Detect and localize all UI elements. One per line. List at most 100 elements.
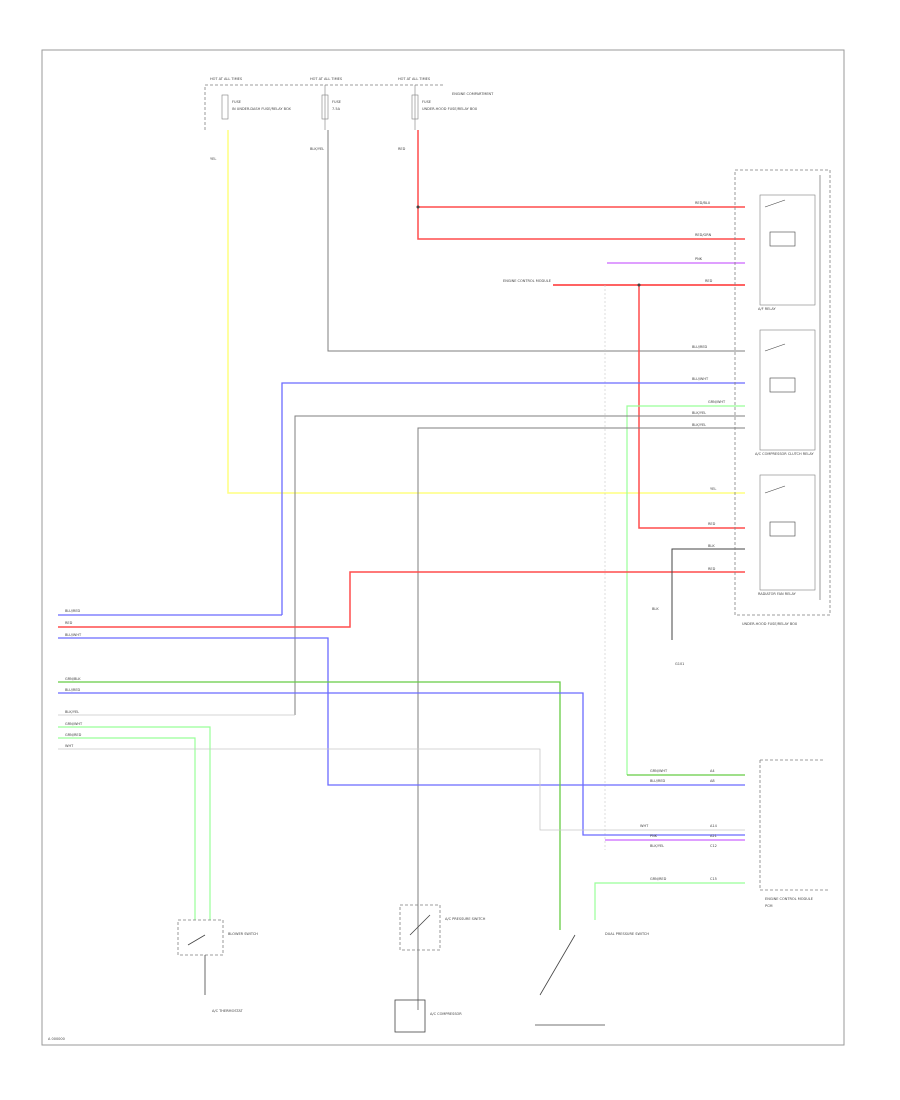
fuse-left-name: FUSE bbox=[232, 100, 241, 104]
relay-1-label: A/F RELAY bbox=[758, 307, 776, 311]
wire-label-blk: BLK bbox=[652, 607, 659, 611]
wire-label-red-5: RED bbox=[708, 567, 716, 571]
wire-white bbox=[58, 748, 745, 831]
fuse-right-name: FUSE bbox=[422, 100, 431, 104]
compressor-switch-label: A/C PRESSURE SWITCH bbox=[445, 917, 486, 921]
pin-label-5: C12 bbox=[710, 844, 717, 848]
wire-label-left-7: GRN/WHT bbox=[65, 722, 83, 726]
fuse-mid-detail: 7.5A bbox=[332, 107, 341, 111]
pin-label-4: A21 bbox=[710, 834, 717, 838]
wire-label-left-6: BLK/YEL bbox=[65, 710, 79, 714]
fuse-mid bbox=[321, 94, 329, 120]
diagram-border bbox=[41, 49, 845, 1046]
fuse-box-right-label: HOT AT ALL TIMES bbox=[398, 77, 431, 81]
pin-label-3: A14 bbox=[710, 824, 718, 828]
thermostat-label: A/C THERMOSTAT bbox=[212, 1009, 244, 1013]
fuse-left bbox=[221, 94, 229, 120]
wire-label-left-2: RED bbox=[65, 621, 73, 625]
wire-label-red-2: RED/GRN bbox=[695, 233, 712, 237]
blower-switch-contact bbox=[187, 934, 206, 946]
pin-label-2: A8 bbox=[710, 779, 715, 783]
wire-dark-ground bbox=[671, 548, 745, 640]
fuse-right bbox=[411, 94, 419, 120]
pcm-note: PCM bbox=[765, 904, 773, 908]
wire-green-left bbox=[58, 681, 561, 930]
wire-red-lower bbox=[58, 571, 745, 628]
wire-light-green-2 bbox=[58, 737, 196, 920]
fuse-box-outline bbox=[204, 84, 445, 130]
wire-green-right bbox=[626, 405, 745, 775]
wire-yellow bbox=[227, 130, 745, 494]
relay-3-label: RADIATOR FAN RELAY bbox=[758, 592, 797, 596]
wire-light-green-lower bbox=[594, 882, 745, 920]
dual-pressure-contact bbox=[539, 934, 576, 996]
relay-1 bbox=[759, 194, 816, 306]
relay-3-contact bbox=[764, 485, 786, 494]
wire-label-blk-yel-3: BLK/YEL bbox=[692, 423, 706, 427]
relay-2-label: A/C COMPRESSOR CLUTCH RELAY bbox=[755, 452, 815, 456]
wire-label-blk-yel: BLK/YEL bbox=[310, 147, 324, 151]
blower-switch-box bbox=[177, 919, 224, 956]
relay-2-contact bbox=[764, 343, 786, 352]
corner-tag: A 000000 bbox=[48, 1037, 65, 1041]
relay-2 bbox=[759, 329, 816, 451]
wire-label-blk-yel-4: BLK/YEL bbox=[650, 844, 664, 848]
wire-label-grn-2: GRN/WHT bbox=[650, 769, 668, 773]
fuse-mid-name: FUSE bbox=[332, 100, 341, 104]
splice-dot bbox=[637, 283, 641, 287]
relay-3 bbox=[759, 474, 816, 591]
wire-red-second bbox=[417, 207, 745, 240]
compressor-clutch bbox=[394, 999, 426, 1033]
wire-light-green-1 bbox=[58, 726, 211, 920]
wire-red-drop bbox=[638, 285, 745, 529]
relay-1-contact bbox=[764, 199, 786, 208]
wire-label-grn: GRN/WHT bbox=[708, 400, 726, 404]
wire-label-red-4: RED bbox=[708, 522, 716, 526]
pin-label-6: C15 bbox=[710, 877, 717, 881]
wire-label-left-5: BLU/RED bbox=[65, 688, 81, 692]
wire-gray-compressor bbox=[417, 427, 745, 1010]
relay-2-coil bbox=[769, 377, 796, 393]
ecm-top-label: ENGINE CONTROL MODULE bbox=[503, 279, 551, 283]
wire-label-left-9: WHT bbox=[65, 744, 74, 748]
wire-label-blk-2: BLK bbox=[708, 544, 715, 548]
relay-box-note: UNDER-HOOD FUSE/RELAY BOX bbox=[742, 622, 798, 626]
fuse-right-detail: UNDER-HOOD FUSE/RELAY BOX bbox=[422, 107, 478, 111]
wire-label-yel-2: YEL bbox=[710, 487, 716, 491]
relay-box-outline bbox=[734, 169, 831, 616]
wire-gray-left bbox=[294, 415, 745, 715]
wire-label-left-4: GRN/BLK bbox=[65, 677, 81, 681]
blower-switch-label: BLOWER SWITCH bbox=[228, 932, 258, 936]
wire-blue-top bbox=[281, 382, 745, 615]
wire-label-left-3: BLU/WHT bbox=[65, 633, 82, 637]
wire-label-left-1: BLU/RED bbox=[65, 609, 81, 613]
wire-label-blu-wht: BLU/WHT bbox=[692, 377, 709, 381]
wire-label-blk-yel-2: BLK/YEL bbox=[692, 411, 706, 415]
ground-label: G101 bbox=[675, 662, 684, 666]
fuse-box-left-label: HOT AT ALL TIMES bbox=[210, 77, 243, 81]
wire-label-yel: YEL bbox=[210, 157, 216, 161]
pin-label-1: A4 bbox=[710, 769, 715, 773]
wire-label-wht-2: WHT bbox=[640, 824, 649, 828]
dual-pressure-label: DUAL PRESSURE SWITCH bbox=[605, 932, 649, 936]
relay-3-coil bbox=[769, 521, 796, 537]
relay-1-coil bbox=[769, 231, 796, 247]
wire-blue-left-4 bbox=[58, 692, 745, 836]
wire-label-grn-red: GRN/RED bbox=[650, 877, 667, 881]
wire-label-red-1: RED/BLU bbox=[695, 201, 711, 205]
ecm-label: ENGINE CONTROL MODULE bbox=[765, 897, 813, 901]
compressor-switch-contact bbox=[409, 914, 431, 936]
wire-label-red-3: RED bbox=[705, 279, 713, 283]
compressor-clutch-label: A/C COMPRESSOR bbox=[430, 1012, 462, 1016]
wire-label-left-8: GRN/RED bbox=[65, 733, 82, 737]
splice-dot bbox=[416, 205, 420, 209]
wire-red-top bbox=[417, 130, 745, 208]
wire-label-blu-2: BLU/RED bbox=[650, 779, 666, 783]
wire-gray-mid bbox=[327, 130, 745, 352]
wire-label-blu-red: BLU/RED bbox=[692, 345, 708, 349]
wire-label-pnk: PNK bbox=[695, 257, 703, 261]
fuse-box-mid-label: HOT AT ALL TIMES bbox=[310, 77, 343, 81]
wire-blue-left-3 bbox=[58, 637, 745, 786]
wire-label-red-top: RED bbox=[398, 147, 406, 151]
